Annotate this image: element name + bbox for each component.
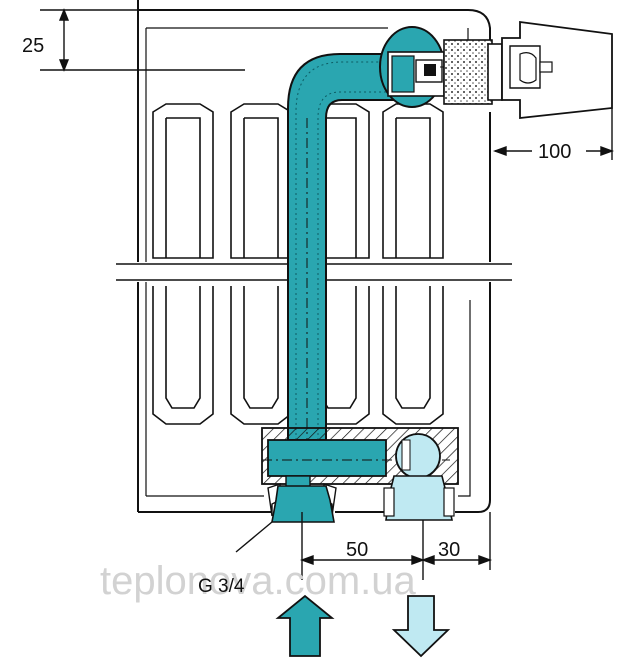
dim-edge-offset: 30: [438, 539, 460, 561]
return-arrow-down-icon: [391, 595, 451, 658]
supply-fitting: [267, 475, 337, 523]
supply-arrow-up-icon: [275, 594, 335, 657]
dim-top-offset: 25: [22, 35, 44, 57]
return-fitting: [383, 475, 455, 521]
dimension-lines: [40, 8, 615, 580]
thermostatic-head: [443, 20, 613, 120]
dim-pipe-spacing: 50: [346, 539, 368, 561]
dim-valve-depth: 100: [538, 141, 571, 163]
valve-body: [379, 26, 600, 108]
watermark: teplonova.com.ua: [100, 559, 417, 603]
bottom-manifold: [261, 427, 459, 485]
connection-label: G 3/4: [198, 576, 245, 597]
radiator-body: [137, 0, 491, 513]
